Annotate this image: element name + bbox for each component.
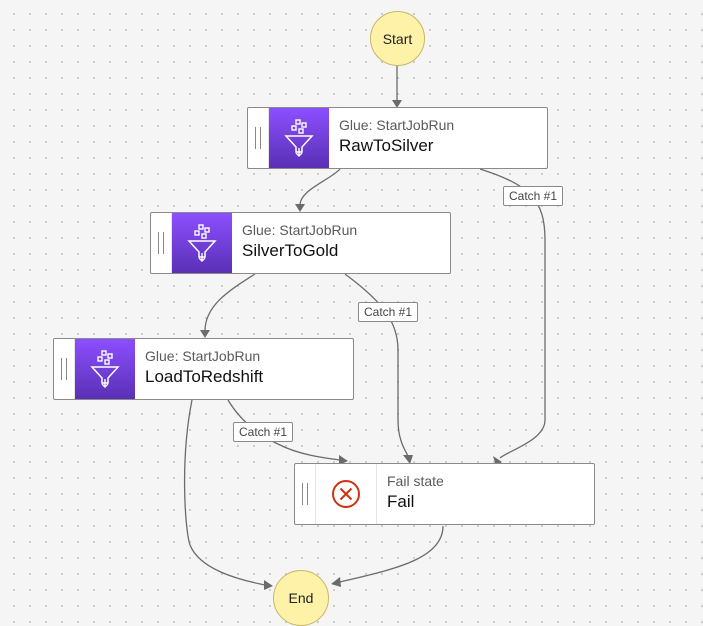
glue-funnel-icon xyxy=(172,213,232,273)
drag-handle[interactable] xyxy=(151,213,172,273)
state-silvertogold[interactable]: Glue: StartJobRun SilverToGold xyxy=(150,212,451,274)
state-name: RawToSilver xyxy=(339,136,434,155)
glue-funnel-icon xyxy=(75,339,135,399)
drag-handle[interactable] xyxy=(248,108,269,168)
state-type: Glue: StartJobRun xyxy=(242,222,358,238)
glue-funnel-icon xyxy=(269,108,329,168)
state-rawtosilver[interactable]: Glue: StartJobRun RawToSilver xyxy=(247,107,548,169)
state-name: LoadToRedshift xyxy=(145,367,264,386)
edge-loadtoredshift-to-end xyxy=(183,399,266,586)
fail-x-circle-icon xyxy=(316,464,377,524)
drag-handle[interactable] xyxy=(54,339,75,399)
state-type: Glue: StartJobRun xyxy=(339,117,455,133)
state-type: Glue: StartJobRun xyxy=(145,348,261,364)
edge-silvertogold-to-loadtoredshift xyxy=(204,273,256,332)
end-node[interactable]: End xyxy=(273,570,329,626)
arrowhead xyxy=(200,330,210,338)
catch-label-loadtoredshift[interactable]: Catch #1 xyxy=(233,422,294,442)
arrowhead xyxy=(403,455,413,464)
state-name: SilverToGold xyxy=(242,241,339,260)
start-node[interactable]: Start xyxy=(370,11,425,66)
start-label: Start xyxy=(382,30,413,47)
edge-loadtoredshift-catch-to-fail xyxy=(227,399,341,461)
arrowhead xyxy=(331,577,341,587)
arrowhead xyxy=(339,455,348,465)
state-type: Fail state xyxy=(387,473,444,489)
edge-rawtosilver-to-silvertogold xyxy=(299,168,341,206)
arrowhead xyxy=(264,580,273,590)
drag-handle[interactable] xyxy=(295,464,316,524)
edge-rawtosilver-catch-to-fail xyxy=(479,168,546,459)
state-fail[interactable]: Fail state Fail xyxy=(294,463,595,525)
edge-fail-to-end xyxy=(339,525,444,583)
end-label: End xyxy=(288,590,314,606)
state-loadtoredshift[interactable]: Glue: StartJobRun LoadToRedshift xyxy=(53,338,354,400)
arrowhead xyxy=(392,100,402,108)
catch-label-rawtosilver[interactable]: Catch #1 xyxy=(503,186,564,206)
arrowhead xyxy=(295,204,305,212)
edge-silvertogold-catch-to-fail xyxy=(344,273,409,457)
state-name: Fail xyxy=(387,492,415,511)
catch-label-silvertogold[interactable]: Catch #1 xyxy=(358,302,419,322)
